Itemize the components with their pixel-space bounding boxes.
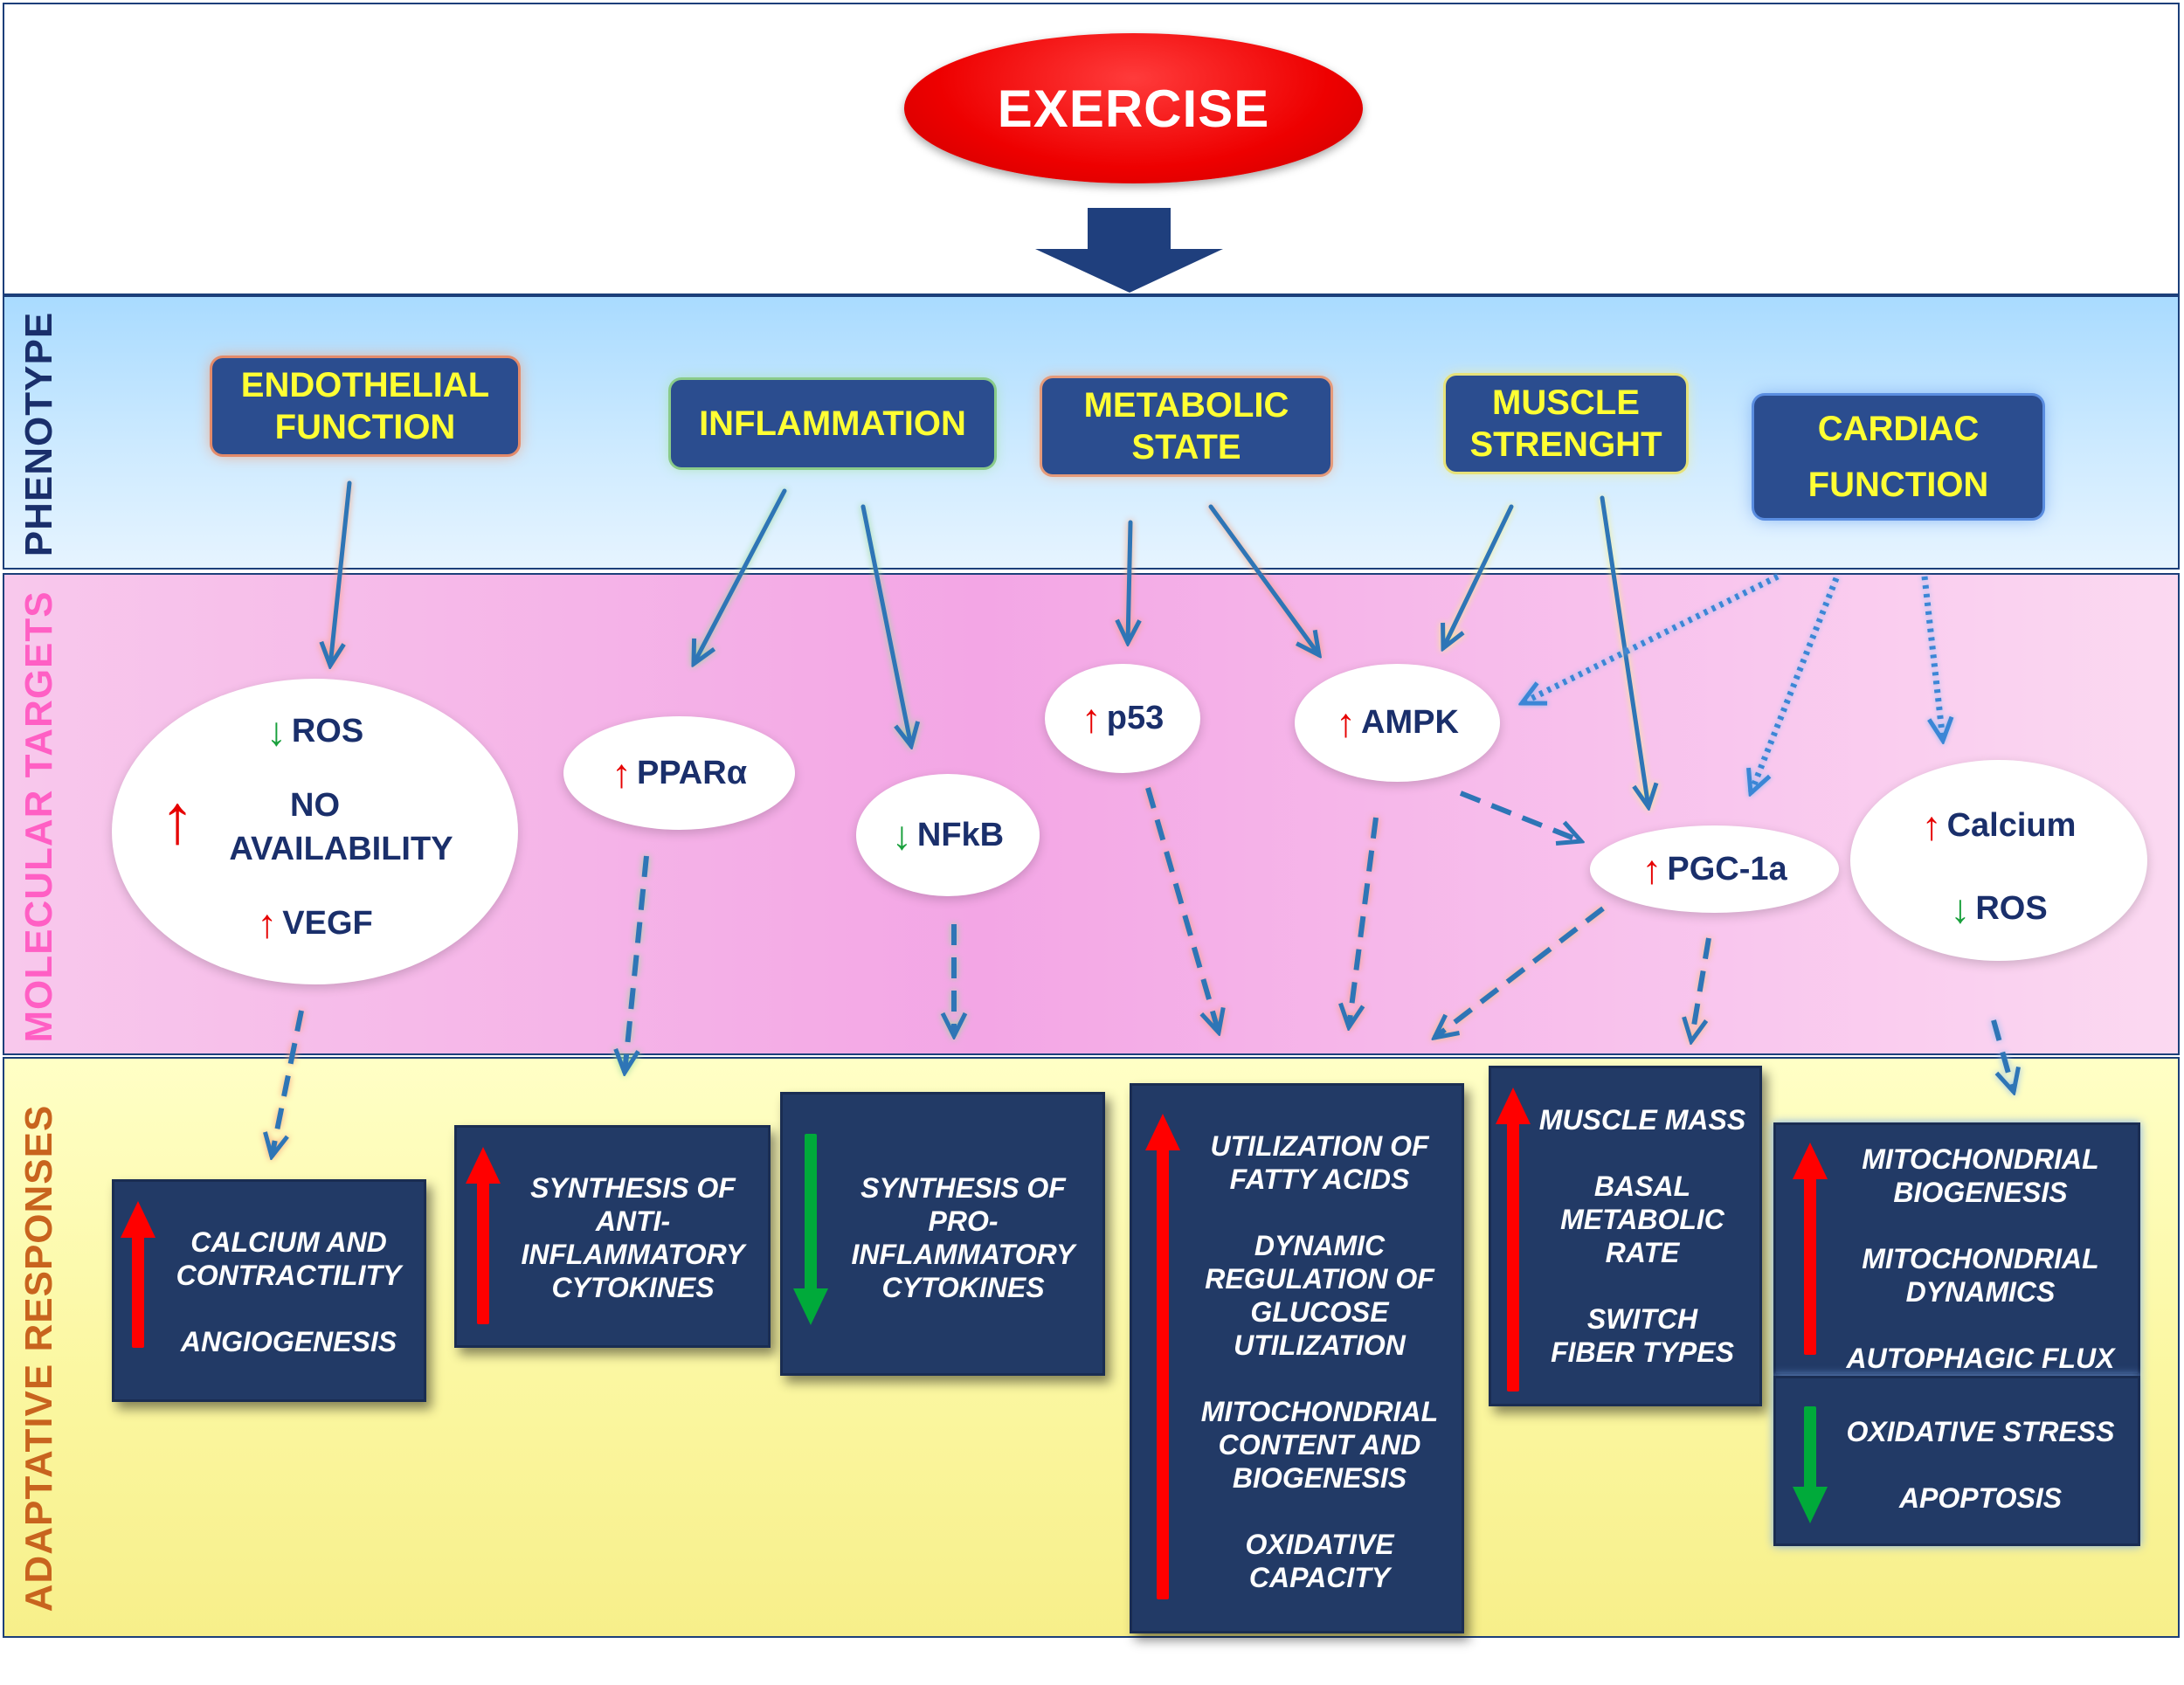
response-calcium-angiogenesis: CALCIUM AND CONTRACTILITY ANGIOGENESIS bbox=[112, 1179, 426, 1402]
arrow-pgc-meta bbox=[1434, 906, 1605, 1038]
increase-bar bbox=[477, 1180, 489, 1324]
increase-bar bbox=[132, 1234, 144, 1348]
target-cardiac-oval: ↑Calcium ↓ROS bbox=[1850, 760, 2147, 961]
up-arrow-icon: ↑ bbox=[1081, 695, 1102, 741]
up-arrow-icon: ↑ bbox=[160, 780, 195, 858]
target-no-label: NO bbox=[290, 786, 340, 824]
phenotype-muscle-line1: MUSCLE bbox=[1492, 383, 1640, 422]
arrow-musc-pgc bbox=[1600, 495, 1648, 807]
response-anti-text: SYNTHESIS OF ANTI- INFLAMMATORY CYTOKINE… bbox=[521, 1172, 745, 1303]
target-ampk-oval: ↑AMPK bbox=[1295, 664, 1500, 782]
phenotype-inflammation-line1: INFLAMMATION bbox=[699, 404, 966, 443]
arrow-card-calcium bbox=[1921, 576, 1943, 741]
target-vegf-label: VEGF bbox=[282, 904, 373, 942]
phenotype-metabolic-line2: STATE bbox=[1131, 428, 1241, 466]
arrow-ampk-pgc bbox=[1459, 791, 1581, 841]
decrease-bar bbox=[805, 1134, 817, 1291]
phenotype-metabolic-line1: METABOLIC bbox=[1083, 386, 1289, 425]
phenotype-inflammation: INFLAMMATION bbox=[671, 380, 994, 467]
arrow-ppar-anti bbox=[625, 855, 649, 1073]
up-arrow-icon: ↑ bbox=[1336, 700, 1357, 745]
arrow-endo-calcium bbox=[272, 1010, 304, 1157]
increase-arrowhead bbox=[1496, 1088, 1531, 1124]
down-arrow-icon: ↓ bbox=[1950, 886, 1971, 931]
target-nfkb-label: NFkB bbox=[916, 816, 1005, 853]
target-cardiac-ros-label: ROS bbox=[1975, 889, 2048, 927]
arrow-card-ampk bbox=[1522, 573, 1780, 707]
phenotype-cardiac-line1: CARDIAC bbox=[1817, 410, 1980, 448]
response-cardiac-down-text: OXIDATIVE STRESS APOPTOSIS bbox=[1846, 1416, 2115, 1514]
decrease-arrowhead bbox=[793, 1288, 828, 1325]
target-endothelial-oval: ↓ROS NO AVAILABILITY ↑ ↑VEGF bbox=[112, 679, 518, 984]
exercise-oval: EXERCISE bbox=[904, 33, 1363, 183]
response-calcium-text: CALCIUM AND CONTRACTILITY ANGIOGENESIS bbox=[176, 1226, 402, 1357]
phenotype-cardiac-line2: FUNCTION bbox=[1807, 466, 1989, 504]
arrow-meta-ampk bbox=[1208, 504, 1319, 655]
down-arrow-icon: ↓ bbox=[891, 812, 912, 858]
arrow-card-pgc bbox=[1751, 577, 1840, 793]
increase-bar bbox=[1157, 1147, 1169, 1599]
up-arrow-icon: ↑ bbox=[257, 901, 278, 946]
phenotype-cardiac-function: CARDIAC FUNCTION bbox=[1754, 396, 2042, 518]
increase-bar bbox=[1804, 1176, 1816, 1355]
response-metabolic: UTILIZATION OF FATTY ACIDS DYNAMIC REGUL… bbox=[1130, 1083, 1464, 1633]
response-muscle-text: MUSCLE MASS BASAL METABOLIC RATE SWITCH … bbox=[1538, 1104, 1746, 1368]
response-anti-inflammatory: SYNTHESIS OF ANTI- INFLAMMATORY CYTOKINE… bbox=[454, 1125, 771, 1348]
phenotype-endothelial-line2: FUNCTION bbox=[274, 408, 456, 446]
phenotype-muscle-line2: STRENGHT bbox=[1469, 425, 1662, 464]
target-p53-oval: ↑p53 bbox=[1045, 664, 1200, 773]
increase-arrowhead bbox=[1793, 1143, 1828, 1179]
target-ros-label: ROS bbox=[291, 712, 364, 749]
increase-arrowhead bbox=[121, 1201, 156, 1238]
arrow-p53-meta bbox=[1145, 787, 1219, 1032]
phenotype-endothelial-function: ENDOTHELIAL FUNCTION bbox=[212, 358, 518, 454]
arrow-musc-ampk bbox=[1443, 504, 1514, 648]
decrease-bar bbox=[1804, 1406, 1816, 1489]
target-ampk-label: AMPK bbox=[1361, 703, 1459, 741]
increase-arrowhead bbox=[466, 1147, 501, 1184]
arrow-infl-nfkb bbox=[860, 504, 911, 746]
increase-bar bbox=[1507, 1121, 1519, 1392]
target-nfkb-oval: ↓NFkB bbox=[856, 774, 1040, 896]
arrow-endo-ros bbox=[330, 480, 352, 666]
main-down-arrow bbox=[1035, 208, 1223, 293]
target-ppar-label: PPARα bbox=[636, 754, 748, 791]
arrow-meta-p53 bbox=[1128, 520, 1130, 643]
target-pgc-oval: ↑PGC-1a bbox=[1590, 825, 1839, 913]
target-ppar-oval: ↑PPARα bbox=[563, 716, 795, 830]
exercise-label: EXERCISE bbox=[997, 79, 1270, 138]
phenotype-endothelial-line1: ENDOTHELIAL bbox=[240, 366, 490, 404]
up-arrow-icon: ↑ bbox=[1921, 803, 1942, 848]
response-cardiac-increase: MITOCHONDRIAL BIOGENESIS MITOCHONDRIAL D… bbox=[1773, 1122, 2140, 1376]
response-pro-inflammatory: SYNTHESIS OF PRO- INFLAMMATORY CYTOKINES bbox=[780, 1092, 1105, 1376]
decrease-arrowhead bbox=[1793, 1487, 1828, 1523]
increase-arrowhead bbox=[1145, 1114, 1180, 1150]
target-pgc-label: PGC-1a bbox=[1667, 850, 1787, 887]
response-cardiac-decrease: OXIDATIVE STRESS APOPTOSIS bbox=[1773, 1376, 2140, 1546]
response-pro-text: SYNTHESIS OF PRO- INFLAMMATORY CYTOKINES bbox=[851, 1172, 1075, 1303]
up-arrow-icon: ↑ bbox=[1641, 846, 1662, 892]
down-arrow-icon: ↓ bbox=[266, 708, 287, 754]
target-no-availability-label: AVAILABILITY bbox=[229, 830, 453, 867]
response-cardiac-up-text: MITOCHONDRIAL BIOGENESIS MITOCHONDRIAL D… bbox=[1846, 1143, 2115, 1374]
target-calcium-label: Calcium bbox=[1946, 806, 2077, 844]
arrow-pgc-muscle bbox=[1691, 937, 1711, 1041]
arrow-ampk-meta bbox=[1349, 817, 1379, 1027]
target-p53-label: p53 bbox=[1106, 699, 1165, 736]
up-arrow-icon: ↑ bbox=[611, 750, 632, 796]
arrow-cardiac-resp bbox=[1991, 1019, 2014, 1092]
response-muscle: MUSCLE MASS BASAL METABOLIC RATE SWITCH … bbox=[1489, 1066, 1762, 1406]
arrow-infl-ppar bbox=[694, 488, 787, 664]
response-metabolic-text: UTILIZATION OF FATTY ACIDS DYNAMIC REGUL… bbox=[1200, 1130, 1439, 1593]
